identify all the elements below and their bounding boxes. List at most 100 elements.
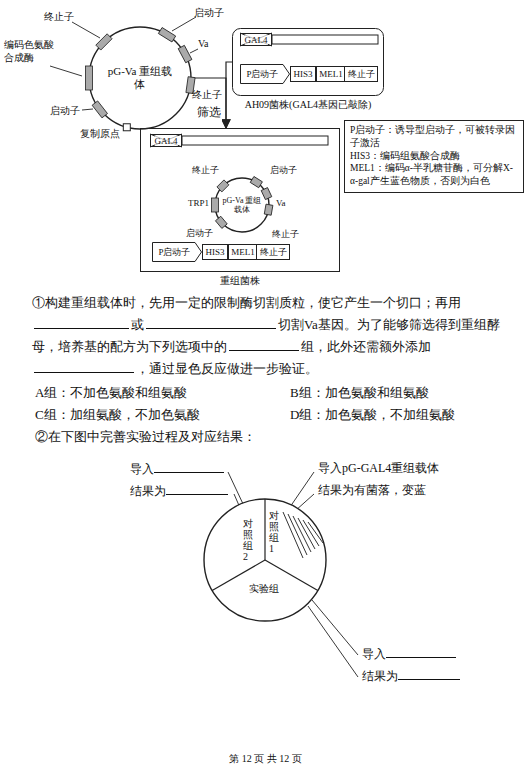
node-text: 对照组1 [269, 510, 279, 554]
question-text: 组，此外还需额外添加 [301, 339, 431, 354]
gene-callout: 编码色氨酸合成酶 [4, 38, 60, 64]
plasmid-segment [217, 180, 229, 192]
box-outline [317, 67, 346, 82]
text-label: A组：不加色氨酸和组氨酸 [35, 384, 187, 402]
text-label: 启动子 [194, 6, 224, 20]
text-label: ②在下图中完善实验过程及对应结果： [35, 428, 256, 446]
edge-label: 筛选 [196, 104, 222, 121]
text-label: 结果为有菌落，变蓝 [318, 482, 426, 499]
text-label: B组：加色氨酸和组氨酸 [290, 384, 429, 402]
answer-blank [166, 482, 228, 495]
answer-blank [34, 315, 129, 329]
label-text: 结果为 [362, 669, 398, 683]
box-outline [345, 121, 524, 193]
text-holder: P启动子 [152, 242, 202, 262]
leader-line [72, 22, 100, 38]
circle-outline [204, 499, 326, 621]
text-label: 结果为 [362, 667, 460, 685]
promoter-arrow: P启动子 [152, 242, 202, 262]
text-label: Va [198, 38, 209, 49]
plasmid-segment [158, 28, 175, 42]
label-text: D组：加色氨酸，不加组氨酸 [290, 407, 455, 422]
box-outline [241, 34, 272, 46]
page-footer: 第 12 页 共 12 页 [0, 752, 531, 766]
origin-marker [123, 124, 130, 131]
text-label: TRP1 [188, 198, 209, 208]
part-label: 复制原点 [80, 127, 120, 141]
text-label: D组：加色氨酸，不加组氨酸 [290, 406, 455, 424]
circle-outline [215, 178, 269, 232]
leader-line [82, 109, 93, 110]
plasmid-segment [250, 176, 262, 187]
node-text: 终止子 [348, 68, 375, 81]
label-text: 启动子 [194, 7, 224, 18]
node-text: HIS3 [293, 69, 312, 79]
answer-blank [34, 359, 134, 373]
question-text: ，通过显色反应做进一步验证。 [136, 361, 318, 376]
box-outline [291, 67, 316, 82]
colony-streak [288, 514, 307, 555]
text-label: C组：加组氨酸，不加色氨酸 [35, 406, 200, 424]
text-holder: HIS3 [202, 244, 228, 260]
label-text: ②在下图中完善实验过程及对应结果： [35, 429, 256, 444]
node-text: GAL4 [245, 35, 268, 45]
leader-line [190, 49, 198, 53]
node-text: HIS3 [205, 247, 224, 257]
label-text: B组：加色氨酸和组氨酸 [290, 385, 429, 400]
gene-box: MEL1 [228, 244, 258, 260]
label-text: 启动子 [50, 105, 80, 116]
node-text: 实验组 [249, 582, 279, 596]
text-holder: P启动子 [240, 64, 290, 84]
box-outline [229, 245, 258, 260]
label-text: 启动子 [270, 165, 297, 175]
label-text: 导入 [362, 647, 386, 661]
text-holder: pG-Va 重组载体 [88, 26, 192, 130]
text-label: 导入 [130, 460, 224, 478]
text-label: 启动子 [186, 227, 213, 240]
colony-streak [308, 522, 323, 543]
text-label: 启动子 [50, 104, 80, 118]
strike-cross [150, 134, 182, 147]
answer-blank [386, 645, 456, 658]
plasmid-segment [215, 216, 227, 228]
label-text: 终止子 [44, 11, 74, 22]
chromosome-bar [182, 136, 328, 145]
knocked-out-gene: GAL4 [240, 33, 272, 46]
text-label: 终止子 [272, 228, 299, 241]
text-run: 或 [131, 317, 278, 332]
node-caption: AH09菌株(GAL4基因已敲除) [232, 98, 384, 112]
plasmid-circle: pG-Va 重组载体 [214, 177, 270, 233]
text-holder: 终止子 [256, 244, 290, 260]
gene-box: MEL1 [316, 66, 346, 82]
terminator-box: 终止子 [256, 244, 290, 260]
label-text: 第 12 页 共 12 页 [229, 753, 302, 764]
text-holder: GAL4 [150, 134, 182, 147]
box-outline [203, 245, 228, 260]
text-holder: MEL1 [228, 244, 258, 260]
flow-arrow [192, 78, 226, 128]
text-label: 启动子 [270, 164, 297, 177]
text-holder: GAL4 [240, 33, 272, 46]
colony-streak [293, 516, 311, 552]
text-label: 导入pG-GAL4重组载体 [318, 460, 439, 477]
node-text: MEL1：编码α-半乳糖苷酶，可分解X-α-gal产生蓝色物质，否则为白色 [350, 162, 518, 188]
flow-arrow [226, 62, 232, 128]
node-text: MEL1 [319, 69, 343, 79]
leader-line [172, 17, 196, 31]
strain-box: 重组菌株GAL4pG-Va 重组载体P启动子HIS3MEL1终止子 [140, 128, 340, 272]
leader-line [228, 472, 244, 506]
label-text: 终止子 [192, 165, 219, 175]
box-outline [345, 67, 378, 82]
label-text: 终止子 [272, 229, 299, 239]
node-text: 对照组2 [243, 518, 253, 562]
question-paragraph: ①构建重组载体时，先用一定的限制酶切割质粒，使它产生一个切口；再用或切割Va基因… [32, 292, 524, 380]
plasmid-segment [264, 204, 273, 215]
circle-outline [89, 27, 191, 129]
label-text: 导入pG-GAL4重组载体 [318, 461, 439, 475]
node-caption: 重组菌株 [140, 274, 340, 288]
text-holder: 终止子 [344, 66, 378, 82]
node-text: pG-Va 重组载体 [222, 196, 262, 214]
question-text: 或 [131, 317, 144, 332]
text-label: Va [276, 198, 286, 208]
